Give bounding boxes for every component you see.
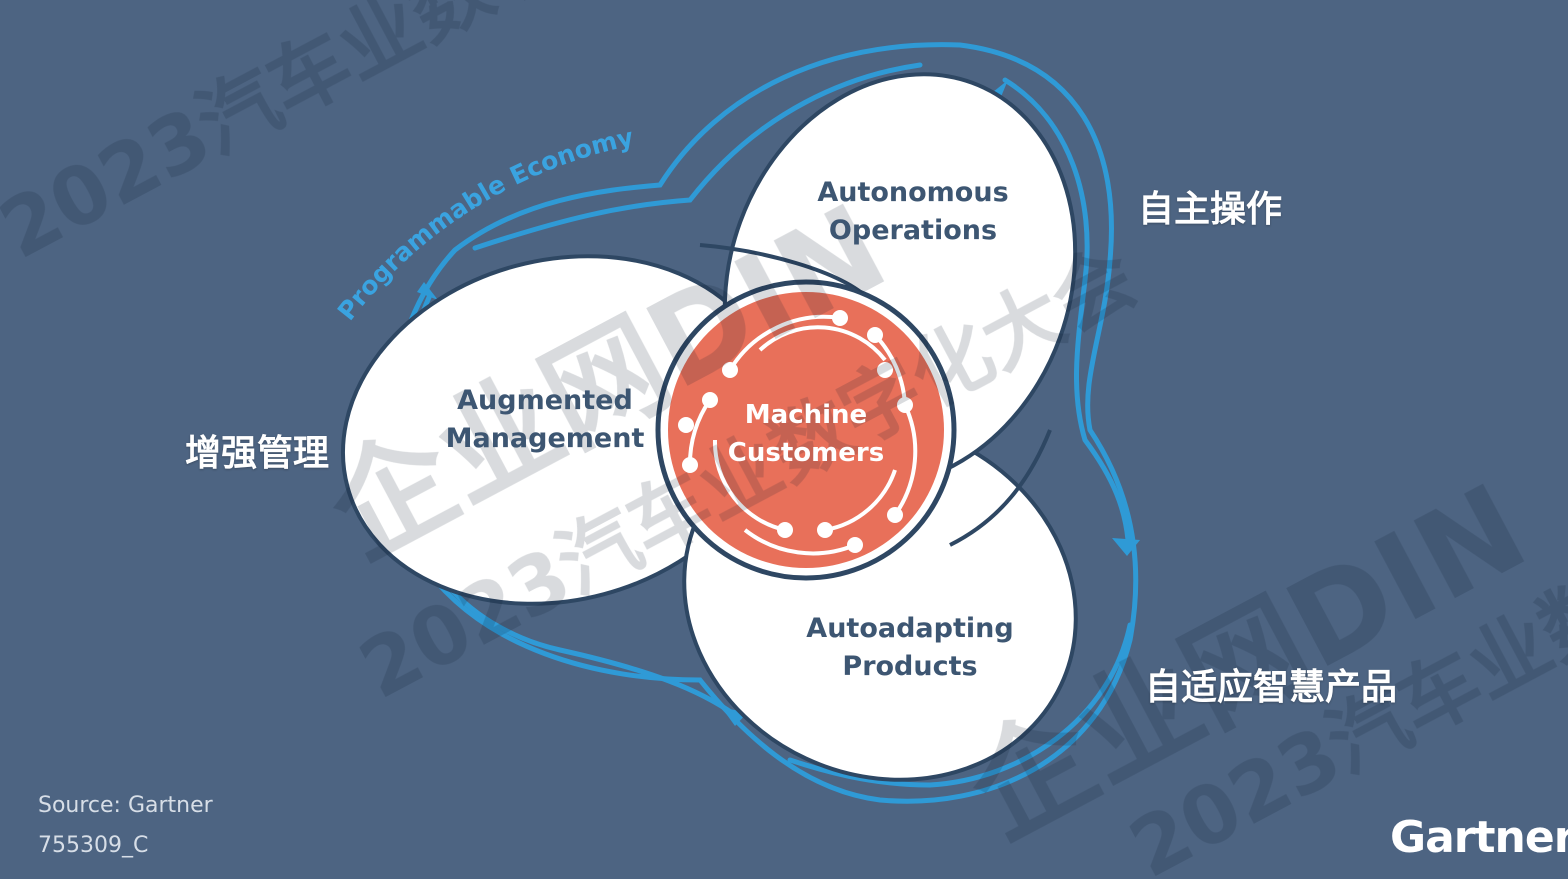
- label-autoadapting-products-line1: Autoadapting: [806, 613, 1014, 644]
- watermark-text-4: 2023汽车业数字化大会: [0, 0, 791, 277]
- annotation-autonomous-operations-cn: 自主操作: [1138, 189, 1283, 230]
- document-id-text: 755309_C: [38, 833, 149, 858]
- label-machine-customers: Machine Customers: [706, 396, 906, 472]
- label-autonomous-operations: Autonomous Operations: [800, 174, 1026, 250]
- label-autonomous-operations-line1: Autonomous: [817, 177, 1009, 208]
- label-augmented-management-line1: Augmented: [457, 385, 633, 416]
- petal-edge-accent-2: [949, 429, 1052, 547]
- label-machine-customers-line2: Customers: [727, 438, 885, 468]
- label-machine-customers-line1: Machine: [744, 400, 868, 430]
- label-augmented-management: Augmented Management: [440, 382, 650, 458]
- core-circuit-nodes: [678, 310, 913, 553]
- arrow-head-right-icon: [1112, 538, 1140, 556]
- label-autoadapting-products: Autoadapting Products: [795, 610, 1025, 686]
- gartner-logo: Gartner.: [1390, 812, 1568, 863]
- core: [655, 279, 957, 581]
- source-text: Source: Gartner: [38, 793, 213, 818]
- label-augmented-management-line2: Management: [445, 423, 645, 454]
- label-autonomous-operations-line2: Operations: [828, 215, 998, 246]
- annotation-autoadapting-products-cn: 自适应智慧产品: [1145, 667, 1398, 708]
- annotation-augmented-management-cn: 增强管理: [185, 433, 330, 474]
- label-autoadapting-products-line2: Products: [842, 651, 978, 682]
- arrow-head-topleft-icon: [417, 282, 438, 300]
